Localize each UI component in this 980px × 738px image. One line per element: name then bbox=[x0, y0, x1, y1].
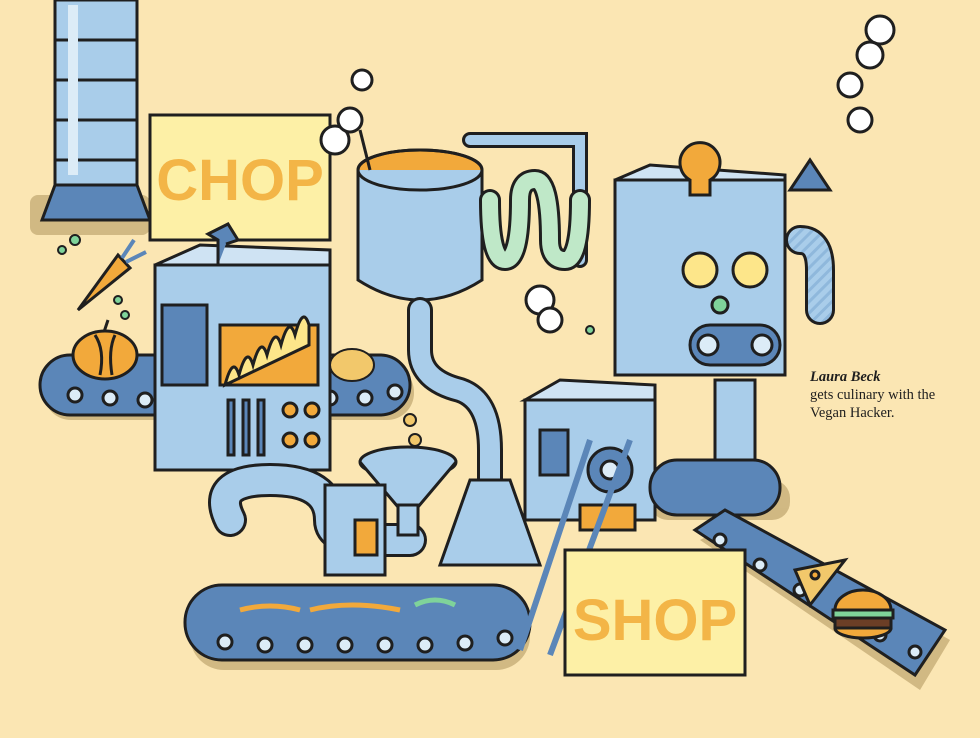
pumpkin bbox=[71, 319, 139, 381]
small-machine bbox=[323, 483, 387, 577]
robot-machine bbox=[613, 141, 833, 467]
cooking-pot bbox=[356, 129, 484, 302]
mixing-machine bbox=[517, 378, 657, 657]
burger bbox=[831, 588, 895, 640]
steam-clouds bbox=[319, 14, 896, 334]
conveyor-belt-bottom bbox=[183, 583, 532, 662]
pizza-slice bbox=[792, 557, 849, 608]
chop-sign: CHOP bbox=[148, 113, 332, 242]
chopping-machine bbox=[153, 222, 332, 472]
caption-blurb: gets culinary with the Vegan Hacker. bbox=[810, 387, 936, 421]
green-drips bbox=[57, 234, 595, 335]
carrot bbox=[76, 238, 147, 312]
zigzag-tube bbox=[479, 168, 591, 272]
chop-sign-text: CHOP bbox=[156, 148, 324, 213]
crumbs-pile bbox=[329, 348, 422, 462]
flask bbox=[437, 478, 543, 567]
shop-sign: SHOP bbox=[563, 548, 747, 677]
funnel bbox=[358, 445, 458, 537]
shop-sign-text: SHOP bbox=[573, 588, 737, 653]
article-caption: Laura Beck gets culinary with the Vegan … bbox=[810, 368, 970, 422]
caption-author: Laura Beck bbox=[810, 369, 881, 385]
glass-cylinder bbox=[39, 0, 153, 222]
